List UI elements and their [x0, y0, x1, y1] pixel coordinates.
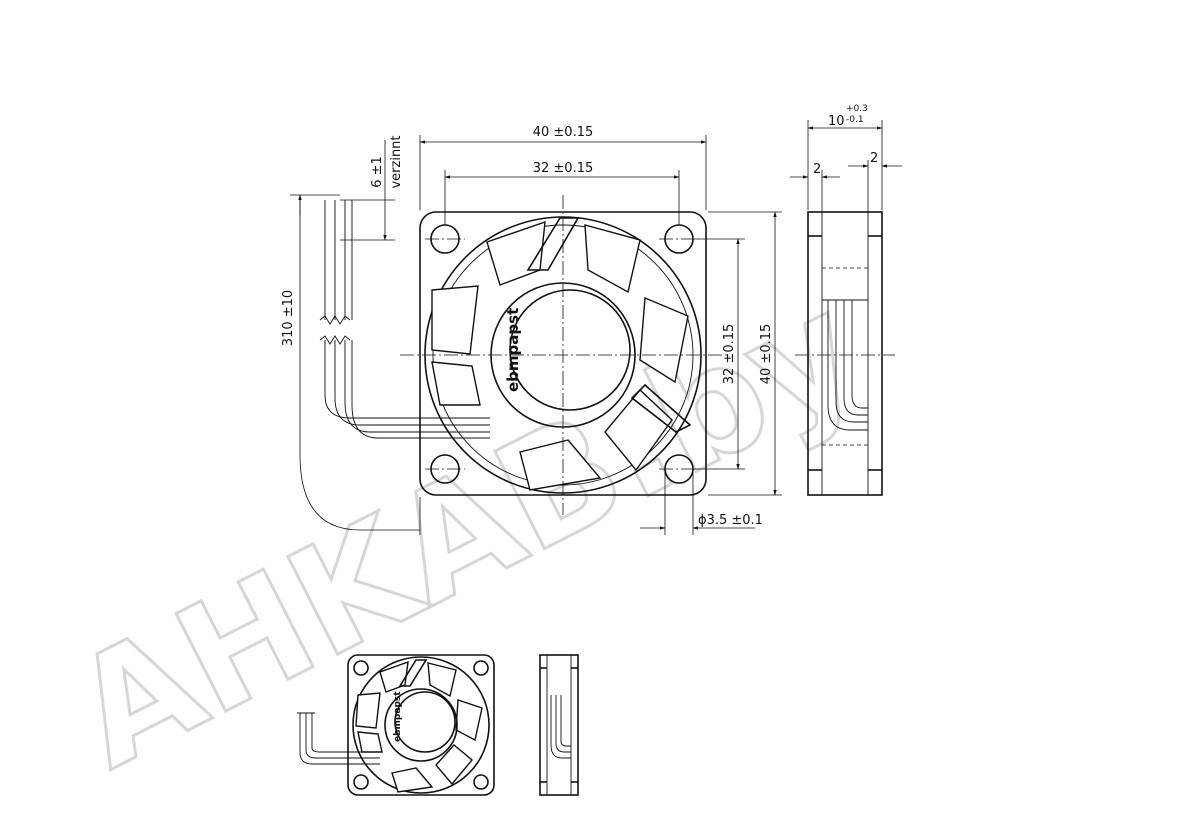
dim-outer-height: 40 ±0.15 [759, 324, 774, 385]
small-fan-frame [347, 654, 495, 796]
small-side-frame [539, 654, 579, 796]
fan-blade [519, 439, 602, 491]
hub [509, 289, 631, 411]
small-cable [299, 713, 380, 765]
dim-hole-spacing-v: 32 ±0.15 [722, 324, 737, 385]
fan-blade [486, 220, 546, 286]
support-strut [630, 383, 692, 433]
dim-depth-tol-lower: -0.1 [846, 115, 864, 125]
dim-hole-spacing-h: 32 ±0.15 [533, 161, 594, 176]
dim-flange-right: 2 [870, 151, 878, 166]
side-cable [843, 300, 868, 416]
cable-break [319, 315, 351, 345]
side-dimensions: 10 +0.3 -0.1 2 2 [790, 104, 902, 212]
cable-bundle [344, 200, 490, 433]
dim-hole-diameter: ϕ3.5 ±0.1 [698, 513, 763, 528]
dim-outer-width: 40 ±0.15 [533, 125, 594, 140]
side-cable [851, 300, 868, 409]
fan-blade [604, 388, 673, 472]
front-view: ebmpapst [319, 195, 730, 515]
small-front-view: ebmpapst [297, 654, 495, 796]
dim-strip-length: 6 ±1 [370, 156, 385, 188]
fan-blade [639, 296, 689, 384]
dim-depth-tol-upper: +0.3 [846, 104, 868, 114]
fan-blade [431, 361, 481, 406]
dim-depth: 10 [828, 114, 845, 129]
cable-bundle [324, 200, 490, 419]
small-brand-label: ebmpapst [393, 691, 403, 742]
dim-flange-left: 2 [813, 162, 821, 177]
small-fan-opening [352, 656, 490, 794]
side-view [795, 211, 895, 496]
small-hub-ring [384, 688, 458, 762]
side-cable [835, 300, 868, 423]
side-cable [827, 300, 868, 431]
support-strut [526, 217, 580, 271]
dim-cable-length: 310 ±10 [281, 290, 296, 346]
brand-label: ebmpapst [504, 308, 522, 392]
cable-bundle [351, 200, 490, 439]
front-dimensions: 40 ±0.15 32 ±0.15 32 ±0.15 40 ±0.15 ϕ3.5… [281, 125, 782, 535]
side-frame [807, 211, 883, 496]
fan-blade [584, 224, 641, 294]
small-side-view [539, 654, 579, 796]
cable-bundle [334, 200, 490, 426]
small-hub [394, 691, 456, 753]
fan-blade [431, 285, 479, 355]
dim-strip-note: verzinnt [389, 135, 404, 188]
